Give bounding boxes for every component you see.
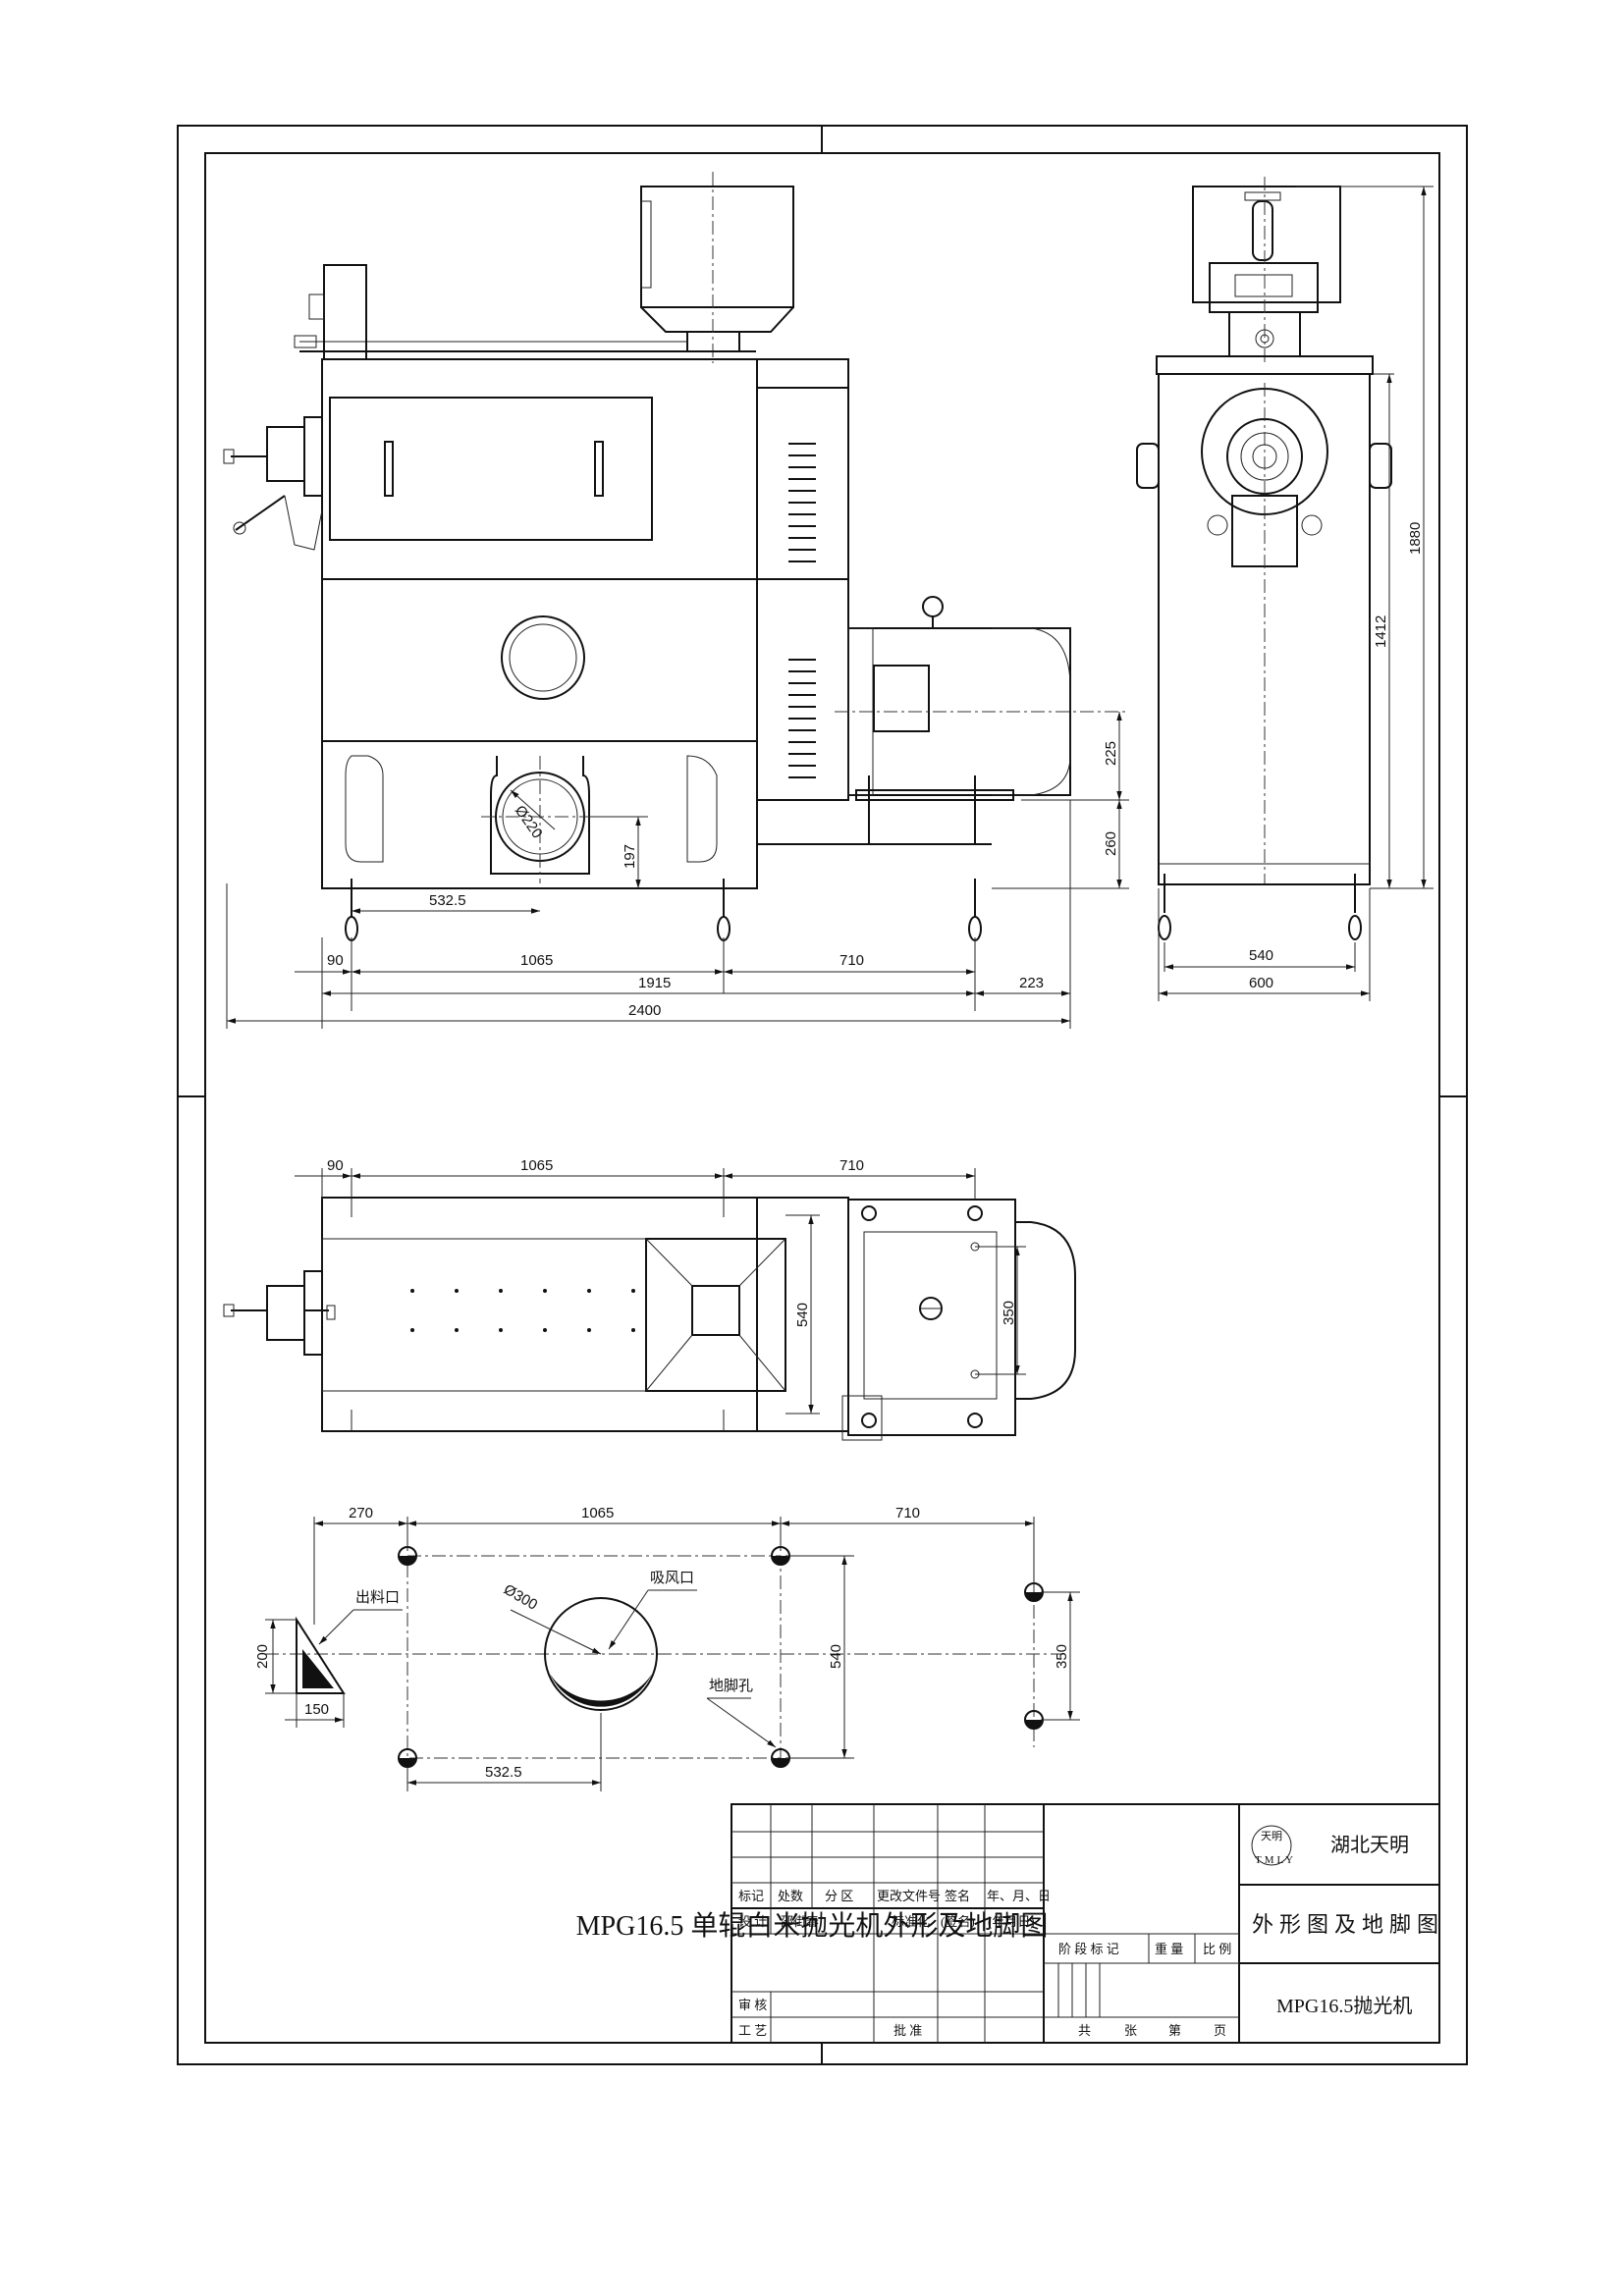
logo-top-text: 天明 <box>1261 1830 1282 1842</box>
dim-front-90: 90 <box>327 952 344 969</box>
tb-sheets: 张 <box>1124 2023 1137 2038</box>
label-outlet: 出料口 <box>355 1589 400 1606</box>
vent-slots-top <box>788 443 816 562</box>
tb-header-count: 处数 <box>778 1889 803 1903</box>
title-block: 天明 TMLY 湖北天明 外形图及地脚图 MPG16.5抛光机 标记 处数 分 … <box>731 1803 1444 2044</box>
side-body <box>1158 373 1371 885</box>
dim-front-197: 197 <box>622 844 638 869</box>
side-view <box>1136 177 1392 940</box>
dim-fp-540: 540 <box>828 1644 844 1669</box>
model-name: MPG16.5抛光机 <box>1276 1995 1412 2017</box>
dim-fp-1065: 1065 <box>581 1505 614 1522</box>
tb-design: 设 计 <box>738 1914 767 1929</box>
tb-review: 审 核 <box>738 1998 767 2012</box>
tb-sheet-no: 第 <box>1168 2023 1181 2038</box>
top-view <box>223 1196 1076 1441</box>
inspection-port <box>501 615 585 700</box>
dim-fp-710: 710 <box>895 1505 920 1522</box>
tb-sign-paren: (签名) <box>941 1914 975 1929</box>
tb-header-mark: 标记 <box>738 1889 764 1903</box>
company-name: 湖北天明 <box>1330 1834 1409 1856</box>
tb-approve: 批 准 <box>893 2023 922 2038</box>
dim-fp-200: 200 <box>254 1644 271 1669</box>
top-dot-grid <box>410 1289 635 1332</box>
dim-fp-d300: Ø300 <box>501 1581 540 1614</box>
foundation-plan <box>265 1546 1065 1768</box>
dim-top-1065: 1065 <box>520 1157 553 1174</box>
dim-front-2400: 2400 <box>628 1002 661 1019</box>
lower-housing <box>321 578 758 742</box>
anchor-bolt-3 <box>968 879 982 941</box>
tb-date-paren: (年月日) <box>988 1914 1035 1929</box>
dim-fp-532-5: 532.5 <box>485 1764 522 1781</box>
dim-top-90: 90 <box>327 1157 344 1174</box>
company-logo <box>1251 1825 1292 1866</box>
dim-fp-270: 270 <box>349 1505 373 1522</box>
dim-top-350: 350 <box>1001 1301 1017 1325</box>
figure-caption: MPG16.5 单辊白米抛光机外形及地脚图 <box>575 1911 1049 1942</box>
motor-side-panel <box>756 387 849 801</box>
dim-side-1880: 1880 <box>1407 522 1424 555</box>
drawing-frame <box>177 125 1468 2065</box>
tb-process: 工 艺 <box>738 2023 767 2038</box>
dim-front-223: 223 <box>1019 975 1044 991</box>
tb-page: 页 <box>1214 2023 1226 2038</box>
top-hopper <box>645 1238 786 1392</box>
upper-housing <box>321 358 758 580</box>
dim-side-1412: 1412 <box>1373 615 1389 648</box>
tb-standardization: 标准化 <box>892 1914 930 1929</box>
tb-stage-mark: 阶 段 标 记 <box>1058 1942 1119 1956</box>
foundation-dimensions: 270 1065 710 200 150 Ø300 532.5 540 350 … <box>254 1505 1080 1791</box>
logo-bottom-text: TMLY <box>1255 1854 1296 1866</box>
tb-designer: 邵街春 <box>781 1914 819 1929</box>
suction-port-circle <box>544 1597 658 1711</box>
outlet-shape <box>296 1616 346 1694</box>
vent-slots-bottom <box>788 659 816 778</box>
dim-front-532-5: 532.5 <box>429 892 466 909</box>
dim-side-540: 540 <box>1249 947 1273 964</box>
access-door <box>329 397 653 541</box>
dim-front-1915: 1915 <box>638 975 671 991</box>
front-view <box>223 172 1129 941</box>
label-anchor-hole: 地脚孔 <box>709 1678 753 1694</box>
dim-fp-350: 350 <box>1054 1644 1070 1669</box>
tb-scale: 比 例 <box>1203 1942 1231 1956</box>
drawing-title: 外形图及地脚图 <box>1252 1912 1444 1937</box>
dim-front-225: 225 <box>1103 741 1119 766</box>
dim-fp-150: 150 <box>304 1701 329 1718</box>
top-view-dimensions: 90 1065 710 540 350 <box>295 1157 1026 1415</box>
hopper-box <box>640 186 794 308</box>
side-view-dimensions: 1880 1412 540 600 <box>1158 186 1434 1001</box>
tb-header-sign: 签名 <box>945 1889 970 1903</box>
tb-header-date: 年、月、日 <box>987 1889 1051 1903</box>
tb-weight: 重 量 <box>1155 1942 1183 1956</box>
dim-front-260: 260 <box>1103 831 1119 856</box>
tb-header-zone: 分 区 <box>825 1889 853 1903</box>
dim-front-1065: 1065 <box>520 952 553 969</box>
label-suction-port: 吸风口 <box>650 1570 694 1586</box>
top-motor-base <box>847 1199 1016 1436</box>
dim-top-710: 710 <box>839 1157 864 1174</box>
dim-front-710: 710 <box>839 952 864 969</box>
front-view-dimensions: Ø220 197 225 260 532.5 90 1065 710 1915 … <box>226 712 1129 1029</box>
tb-total: 共 <box>1078 2023 1091 2038</box>
tb-header-change-doc: 更改文件号 <box>877 1889 941 1903</box>
dim-side-600: 600 <box>1249 975 1273 991</box>
dim-top-540: 540 <box>794 1303 811 1327</box>
anchor-hole-marks <box>398 1546 1044 1768</box>
